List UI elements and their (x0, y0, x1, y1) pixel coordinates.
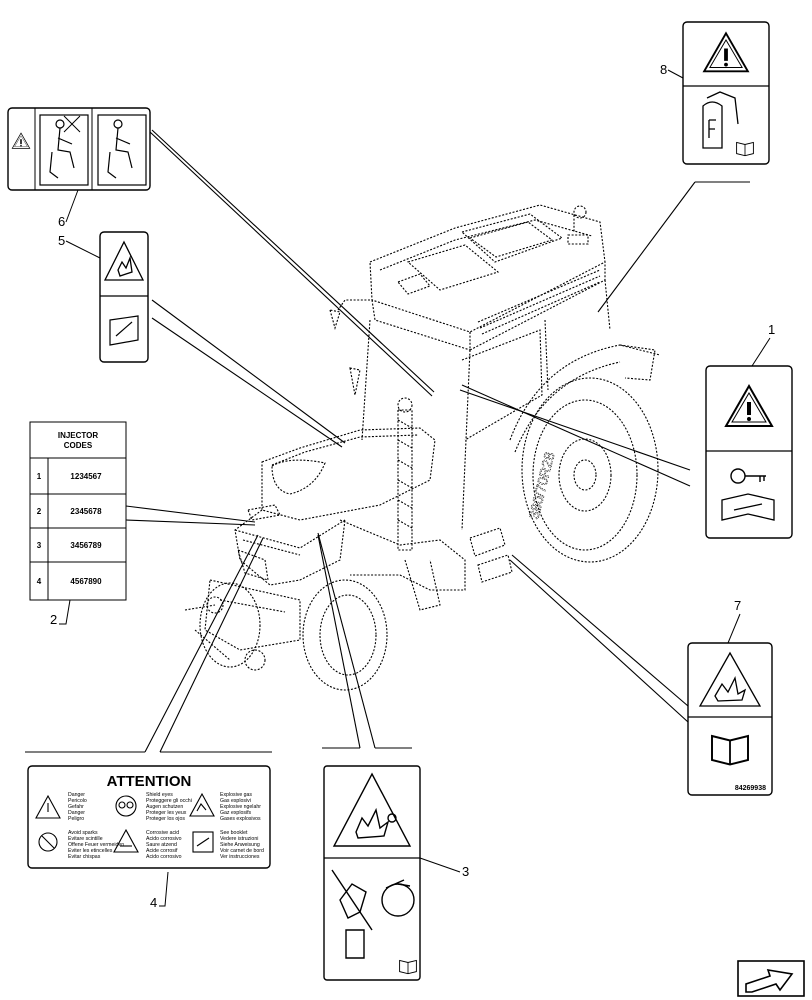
attention-line: Acido corrosivo (146, 836, 182, 842)
decal-6 (7, 107, 151, 191)
attention-line: Evitare scintille (68, 836, 103, 842)
key-icon (730, 468, 766, 484)
decal-4-attention: ATTENTION Danger Peric (27, 765, 271, 869)
attention-line: Proteger les yeux (146, 810, 187, 816)
attention-line: Offene Feuer vermeiden (68, 842, 124, 848)
wrench-manual-icon (721, 493, 775, 521)
injector-header-2: CODES (64, 441, 93, 450)
callout-7: 7 (734, 598, 741, 613)
attention-line: Saure atzend (146, 842, 177, 848)
decal-1 (705, 365, 793, 539)
decal-3 (323, 765, 421, 981)
attention-group-danger: Danger Pericolo Gefahr Danger Peligro (68, 792, 87, 822)
attention-line: Danger (68, 792, 85, 798)
acid-icon (113, 828, 139, 853)
decal-7: 84269938 (687, 642, 773, 796)
attention-line: Gefahr (68, 804, 84, 810)
attention-line: Explosive ngelahr (220, 804, 261, 810)
callout-1: 1 (768, 322, 775, 337)
callout-3: 3 (462, 864, 469, 879)
attention-line: Acide corrosif (146, 848, 178, 854)
attention-line: Ver instrucciones (220, 854, 260, 860)
injector-codes-label: INJECTOR CODES 1 1234567 2 2345678 3 345… (29, 421, 127, 601)
injector-index-3: 3 (37, 541, 42, 550)
tire-lettering: 380/70R28 (525, 450, 557, 521)
attention-line: Voir carnet de bord (220, 848, 264, 854)
explosion-warning-icon (103, 240, 145, 281)
injector-index-1: 1 (37, 472, 42, 481)
tractor-drawing (184, 204, 661, 691)
injector-header-1: INJECTOR (58, 431, 99, 440)
attention-group-corrosive-acid: Corrosive acid Acido corrosivo Saure atz… (146, 830, 182, 860)
attention-line: Proteggere gli occhi (146, 798, 192, 804)
no-hands-fan-icon (331, 869, 415, 959)
injector-index-4: 4 (37, 577, 42, 586)
callout-8: 8 (660, 62, 667, 77)
decal-7-part-number: 84269938 (735, 785, 766, 792)
attention-group-explosive-gas: Explosive gas Gas esplosivi Explosive ng… (220, 792, 261, 822)
attention-line: Evitar chispas (68, 854, 101, 860)
attention-line: Acido corrosivo (146, 854, 182, 860)
attention-line: Avoid sparks (68, 830, 98, 836)
injector-code-2: 2345678 (70, 507, 102, 516)
callout-5: 5 (58, 233, 65, 248)
attention-line: Augen schutzen (146, 804, 183, 810)
explosion-warning-icon (332, 772, 412, 847)
warning-triangle-icon (35, 794, 61, 819)
attention-line: Gases explosivos (220, 816, 261, 822)
callout-2: 2 (50, 612, 57, 627)
injector-index-2: 2 (37, 507, 42, 516)
no-flame-icon (38, 832, 58, 852)
explosion-warning-icon (698, 651, 762, 707)
attention-line: Vedere istruzioni (220, 836, 258, 842)
decal-8 (682, 21, 770, 165)
attention-line: Eviter les etincelles (68, 848, 113, 854)
fire-extinguisher-icon (702, 91, 739, 149)
attention-line: Gaz explosifs (220, 810, 252, 816)
attention-line: Corrosive acid (146, 830, 179, 836)
goggles-icon (115, 795, 137, 817)
injector-code-4: 4567890 (70, 577, 102, 586)
attention-line: See booklet (220, 830, 248, 836)
callout-4: 4 (150, 895, 157, 910)
wrench-manual-icon (109, 315, 139, 346)
operator-cab-icon (39, 114, 147, 186)
next-page-arrow-icon[interactable] (737, 960, 805, 997)
attention-line: Proteger los ojos (146, 816, 185, 822)
attention-group-avoid-sparks: Avoid sparks Evitare scintille Offene Fe… (68, 830, 124, 860)
attention-line: Shield eyes (146, 792, 173, 798)
attention-line: Pericolo (68, 798, 87, 804)
leader-lines (25, 129, 750, 753)
decal-5 (99, 231, 149, 363)
attention-group-see-booklet: See booklet Vedere istruzioni Siehe Anwe… (220, 830, 264, 860)
attention-line: Peligro (68, 816, 84, 822)
manual-book-icon (192, 831, 214, 853)
injector-code-1: 1234567 (70, 472, 102, 481)
attention-line: Gas esplosivi (220, 798, 251, 804)
attention-line: Siehe Anweisung (220, 842, 260, 848)
callout-6: 6 (58, 214, 65, 229)
injector-code-3: 3456789 (70, 541, 102, 550)
attention-title: ATTENTION (107, 773, 192, 790)
attention-line: Danger (68, 810, 85, 816)
explosion-warning-icon (189, 792, 215, 817)
attention-group-shield-eyes: Shield eyes Proteggere gli occhi Augen s… (146, 792, 192, 822)
attention-line: Explosive gas (220, 792, 252, 798)
